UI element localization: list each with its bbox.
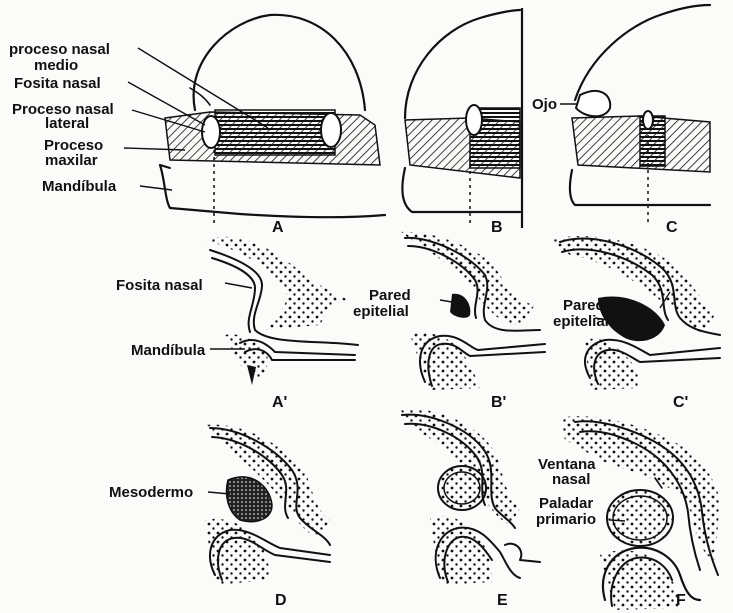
label-proceso-maxilar-2: maxilar [45,152,98,169]
label-proceso-nasal-medio-2: medio [34,57,78,74]
panel-letter-e: E [497,592,508,609]
label-mandibula-top: Mandíbula [42,178,117,195]
panel-letter-a: A [272,219,284,236]
label-paladar-primario-2: primario [536,511,596,528]
panel-letter-b-prime: B' [491,394,506,411]
panel-c [560,5,710,222]
panel-a [124,15,385,224]
panel-letter-a-prime: A' [272,394,287,411]
label-proceso-nasal-lateral-2: lateral [45,115,89,132]
label-mandibula-mid: Mandíbula [131,342,206,359]
panel-letter-c: C [666,219,678,236]
label-paladar-primario-1: Paladar [539,495,593,512]
panel-letter-d: D [275,592,287,609]
panel-letter-f: F [676,592,686,609]
label-pared-epitelial-c-2: epitelial [553,313,609,330]
label-ojo: Ojo [532,96,557,113]
panel-letter-c-prime: C' [673,394,688,411]
label-mesodermo: Mesodermo [109,484,193,501]
panel-b [402,8,522,228]
label-fosita-nasal-top: Fosita nasal [14,75,101,92]
label-proceso-nasal-medio-1: proceso nasal [9,41,110,58]
label-pared-epitelial-c-1: Pared [563,297,605,314]
panel-d [205,425,330,585]
panel-e [400,409,540,585]
panel-letter-b: B [491,219,503,236]
panel-b-prime [400,232,545,390]
label-pared-epitelial-b-1: Pared [369,287,411,304]
label-ventana-nasal-2: nasal [552,471,590,488]
label-pared-epitelial-b-2: epitelial [353,303,409,320]
label-fosita-nasal-mid: Fosita nasal [116,277,203,294]
panel-a-prime [205,237,358,385]
